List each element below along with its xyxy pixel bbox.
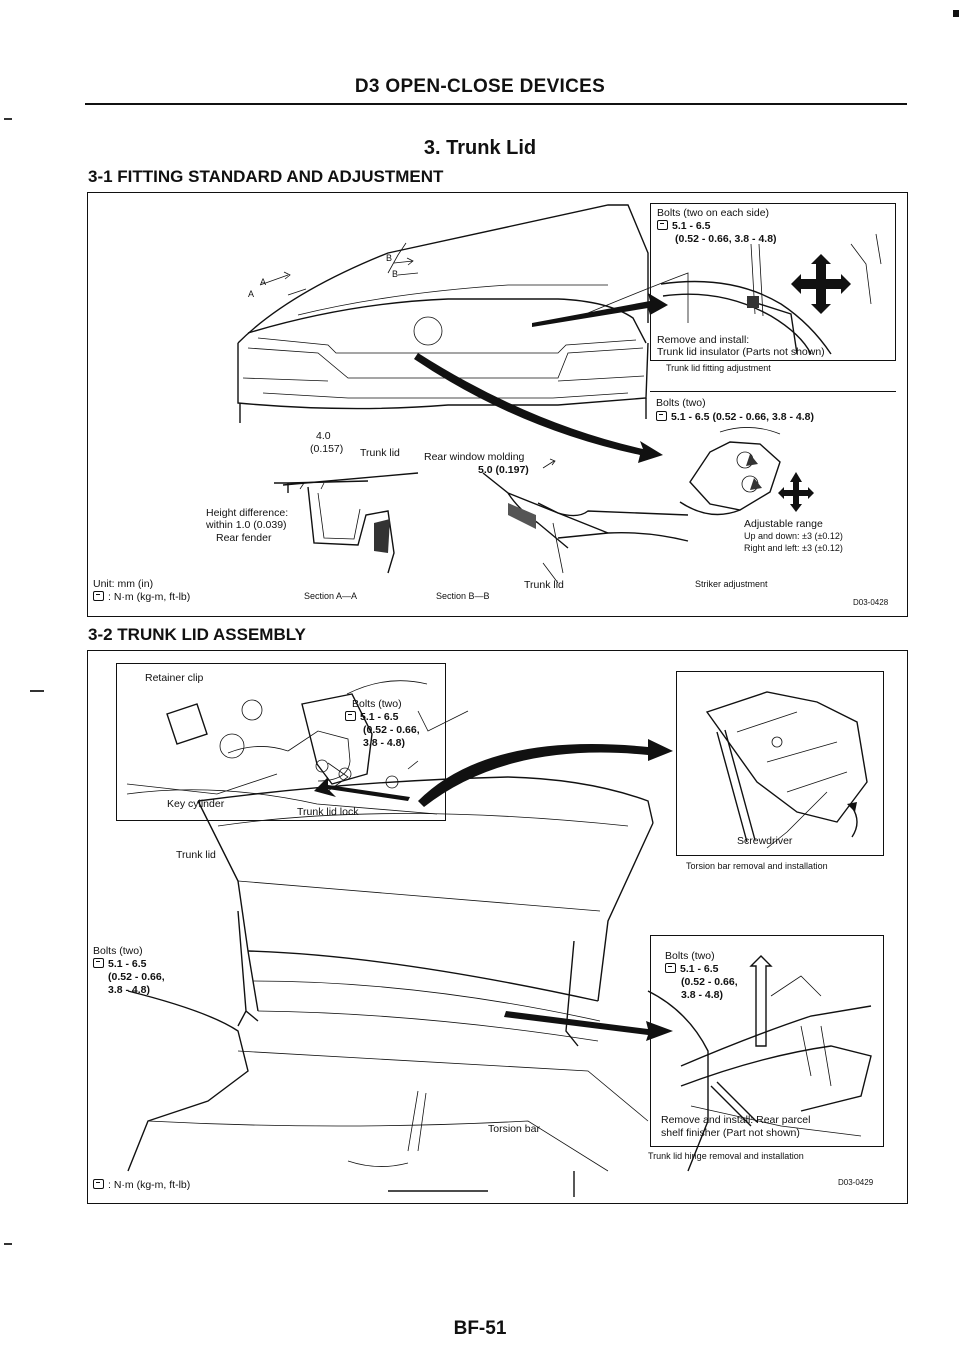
torsion-bar-caption: Torsion bar removal and installation <box>686 861 828 871</box>
hinge-remove-label: Remove and install: Rear parcel <box>661 1114 811 1126</box>
retainer-clip-label: Retainer clip <box>145 672 204 684</box>
section-a-marker-1: A <box>248 289 255 299</box>
left-torque-value-3: 3.8 - 4.8) <box>108 984 151 996</box>
hinge-caption: Trunk lid hinge removal and installation <box>648 1151 804 1161</box>
car-rear-illustration <box>237 204 689 584</box>
striker-range-label: Adjustable range <box>744 518 823 530</box>
left-torque-text: 5.1 - 6.5 <box>108 958 147 970</box>
hinge-torque-value-2: (0.52 - 0.66, <box>681 976 738 988</box>
torque-icon <box>93 958 104 968</box>
torque-unit-text: : N·m (kg-m, ft-lb) <box>108 591 191 603</box>
hinge-illustration <box>680 955 872 1137</box>
fitting-adjustment-caption: Trunk lid fitting adjustment <box>666 363 771 373</box>
hinge-torque-value-3: 3.8 - 4.8) <box>681 989 724 1001</box>
left-bolts-label: Bolts (two) <box>93 945 143 957</box>
torsion-bar-inset: Screwdriver <box>676 671 884 856</box>
page-number: BF-51 <box>453 1318 507 1339</box>
trunk-lid-aa-label: Trunk lid <box>360 447 400 459</box>
trunk-lid-label: Trunk lid <box>176 849 216 861</box>
fitting-torque-text: 5.1 - 6.5 <box>672 220 711 232</box>
torque-icon <box>665 963 676 973</box>
gap-value-label: 4.0 <box>316 430 331 442</box>
striker-updown-label: Up and down: ±3 (±0.12) <box>744 531 843 541</box>
lock-bolts-label: Bolts (two) <box>352 698 402 710</box>
hinge-bolt-illustration <box>660 233 882 355</box>
section-a-marker-2: A <box>260 277 267 287</box>
hinge-inset: Bolts (two) 5.1 - 6.5 (0.52 - 0.66, 3.8 … <box>650 935 884 1147</box>
molding-gap-label: 5.0 (0.197) <box>478 464 529 476</box>
hinge-torque-text: 5.1 - 6.5 <box>680 963 719 975</box>
fitting-remove-label: Remove and install: <box>657 334 750 346</box>
section-heading-fitting: 3-1 FITTING STANDARD AND ADJUSTMENT <box>88 167 444 186</box>
striker-torque-text: 5.1 - 6.5 (0.52 - 0.66, 3.8 - 4.8) <box>671 411 814 423</box>
hinge-torque-value: 5.1 - 6.5 <box>665 963 719 975</box>
torque-unit-label: : N·m (kg-m, ft-lb) <box>93 591 190 603</box>
hinge-shelf-label: shelf finisher (Part not shown) <box>661 1127 800 1139</box>
striker-caption: Striker adjustment <box>695 579 768 589</box>
section-aa-label: Section A—A <box>304 591 358 601</box>
torque-icon <box>345 711 356 721</box>
corner-mark <box>953 10 959 17</box>
striker-illustration <box>679 427 814 516</box>
margin-mark-1 <box>4 118 12 120</box>
hinge-bolts-label: Bolts (two) <box>665 950 715 962</box>
fitting-bolts-label: Bolts (two on each side) <box>657 207 770 219</box>
torsion-bar-illustration <box>705 691 868 849</box>
lock-torque-value: 5.1 - 6.5 <box>345 711 399 723</box>
torsion-bar-label: Torsion bar <box>488 1123 540 1135</box>
assembly-torque-unit-text: : N·m (kg-m, ft-lb) <box>108 1179 191 1191</box>
screwdriver-label: Screwdriver <box>737 835 793 847</box>
trunk-lid-lock-label: Trunk lid lock <box>297 806 359 818</box>
trunk-assembly-illustration <box>127 710 709 1197</box>
fitting-torque-value-2: (0.52 - 0.66, 3.8 - 4.8) <box>675 233 777 245</box>
chapter-header: D3 OPEN-CLOSE DEVICES <box>354 76 606 97</box>
lock-illustration <box>126 680 438 815</box>
height-diff-value: within 1.0 (0.039) <box>206 519 287 531</box>
lock-torque-value-3: 3.8 - 4.8) <box>363 737 406 749</box>
margin-mark-2 <box>30 690 44 692</box>
torque-icon <box>656 411 667 421</box>
rear-fender-label: Rear fender <box>216 532 272 544</box>
lock-torque-text: 5.1 - 6.5 <box>360 711 399 723</box>
torque-icon <box>657 220 668 230</box>
lock-inset: Retainer clip Bolts (two) 5.1 - 6.5 (0.5… <box>116 663 446 821</box>
lock-torque-value-2: (0.52 - 0.66, <box>363 724 420 736</box>
trunk-lid-bb-label: Trunk lid <box>524 579 564 591</box>
assembly-figure-frame: Retainer clip Bolts (two) 5.1 - 6.5 (0.5… <box>87 650 908 1204</box>
striker-inset: Bolts (two) 5.1 - 6.5 (0.52 - 0.66, 3.8 … <box>650 391 896 571</box>
torque-icon <box>93 1179 104 1189</box>
fitting-torque-value: 5.1 - 6.5 <box>657 220 711 232</box>
torque-icon <box>93 591 104 601</box>
figure-code-1: D03-0428 <box>853 598 889 607</box>
left-torque-value-2: (0.52 - 0.66, <box>108 971 165 983</box>
fitting-insulator-label: Trunk lid insulator (Parts not shown) <box>657 346 825 358</box>
header-rule <box>85 103 907 105</box>
key-cylinder-label: Key cylinder <box>167 798 225 810</box>
assembly-torque-unit: : N·m (kg-m, ft-lb) <box>93 1179 190 1191</box>
striker-bolts-label: Bolts (two) <box>656 397 706 409</box>
height-diff-label: Height difference: <box>206 507 289 519</box>
fitting-figure-frame: Bolts (two on each side) 5.1 - 6.5 (0.52… <box>87 192 908 617</box>
rear-window-molding-label: Rear window molding <box>424 451 525 463</box>
section-b-marker-1: B <box>386 253 393 263</box>
section-b-marker-2: B <box>392 269 399 279</box>
figure-code-2: D03-0429 <box>838 1178 874 1187</box>
unit-label: Unit: mm (in) <box>93 578 154 590</box>
striker-rightleft-label: Right and left: ±3 (±0.12) <box>744 543 843 553</box>
striker-torque-value: 5.1 - 6.5 (0.52 - 0.66, 3.8 - 4.8) <box>656 411 814 423</box>
section-bb-label: Section B—B <box>436 591 490 601</box>
gap-value-in-label: (0.157) <box>310 443 344 455</box>
margin-mark-3 <box>4 1243 12 1245</box>
section-heading-assembly: 3-2 TRUNK LID ASSEMBLY <box>88 625 306 644</box>
fitting-adjustment-inset: Bolts (two on each side) 5.1 - 6.5 (0.52… <box>650 203 896 361</box>
page-title: 3. Trunk Lid <box>423 137 537 159</box>
left-torque-value: 5.1 - 6.5 <box>93 958 147 970</box>
